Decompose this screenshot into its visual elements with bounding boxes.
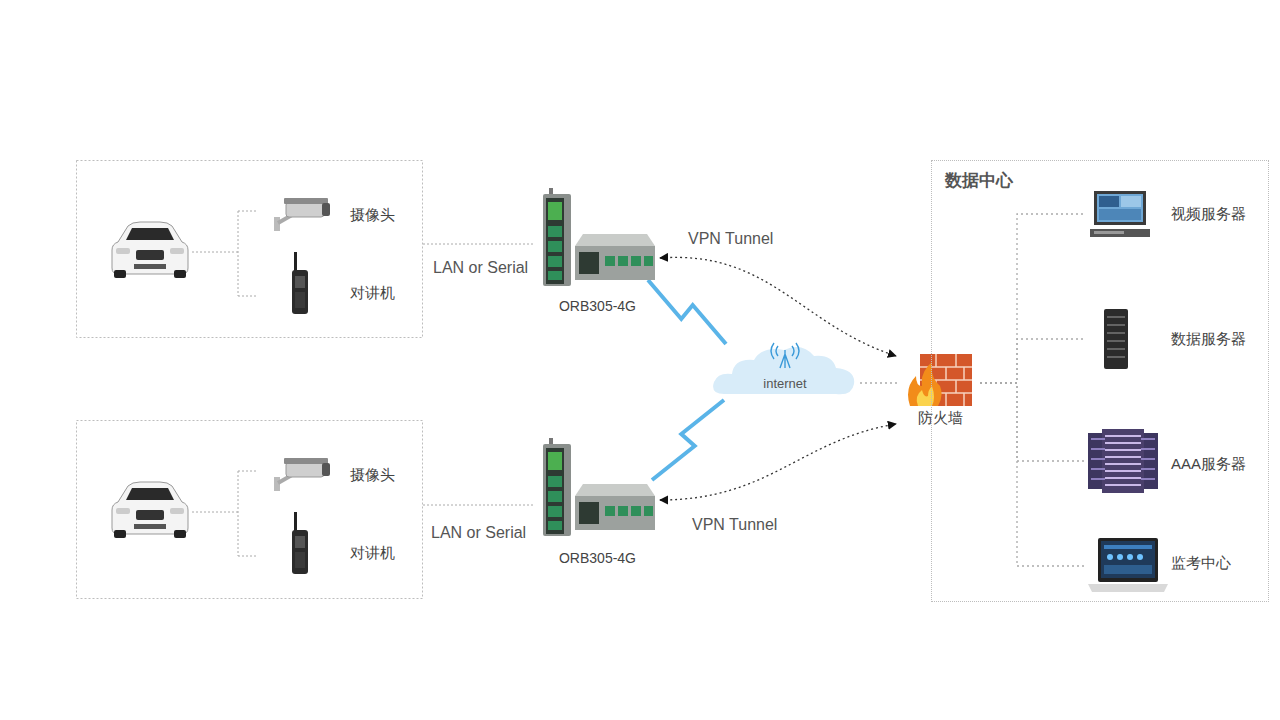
node-label: ORB305-4G [559, 296, 636, 316]
router-node: ORB305-4G [535, 188, 660, 318]
node-label: 监考中心 [1171, 553, 1231, 573]
node-label: internet [763, 374, 806, 394]
aaa-node: AAA服务器 [1086, 429, 1256, 493]
radio-icon [290, 512, 312, 576]
connector-line [980, 383, 1086, 461]
edge-label: VPN Tunnel [686, 229, 775, 249]
device-group-frame [77, 161, 423, 599]
wireless-link [648, 280, 726, 344]
link-label: LAN or Serial [429, 523, 528, 543]
router-icon [535, 438, 657, 542]
node-label: 摄像头 [350, 205, 395, 225]
car-icon [112, 222, 188, 278]
bracket-line [192, 211, 535, 556]
group-title: 数据中心 [945, 171, 1013, 191]
laptop-icon [1088, 538, 1168, 596]
cloud-node: internet [710, 340, 860, 402]
camera-icon [272, 455, 332, 493]
monitor-icon [1090, 189, 1150, 239]
car-icon [112, 482, 188, 538]
aaa-icon [1086, 429, 1160, 493]
wireless-link [652, 400, 724, 480]
rack-node: 数据服务器 [1086, 307, 1256, 371]
camera-node: 摄像头 [272, 195, 412, 235]
node-label: 对讲机 [350, 543, 395, 563]
router-icon [535, 188, 657, 292]
node-label: AAA服务器 [1171, 454, 1246, 474]
firewall-icon [906, 352, 974, 408]
edge-label: VPN Tunnel [690, 515, 779, 535]
link-label: LAN or Serial [431, 258, 530, 278]
camera-node: 摄像头 [272, 455, 412, 495]
node-label: 对讲机 [350, 283, 395, 303]
radio-node: 对讲机 [285, 512, 412, 578]
cloud-icon [710, 342, 860, 400]
node-label: ORB305-4G [559, 548, 636, 568]
monitor-node: 视频服务器 [1086, 187, 1256, 241]
node-label: 数据服务器 [1171, 329, 1246, 349]
firewall-node: 防火墙 [900, 350, 980, 430]
connector-line [980, 214, 1086, 383]
node-label: 防火墙 [918, 408, 963, 428]
radio-node: 对讲机 [285, 252, 412, 318]
rack-icon [1104, 309, 1128, 369]
vpn-tunnel [660, 424, 896, 500]
connector-line [980, 339, 1086, 383]
vpn-tunnel [660, 257, 896, 356]
connector-line [980, 383, 1086, 566]
node-label: 摄像头 [350, 465, 395, 485]
connector-line [860, 382, 900, 383]
node-label: 视频服务器 [1171, 204, 1246, 224]
radio-icon [290, 252, 312, 316]
laptop-node: 监考中心 [1086, 536, 1256, 596]
camera-icon [272, 195, 332, 233]
router-node: ORB305-4G [535, 438, 660, 568]
data-center-frame: 数据中心视频服务器数据服务器 AAA服务器监考中心 [931, 160, 1269, 602]
